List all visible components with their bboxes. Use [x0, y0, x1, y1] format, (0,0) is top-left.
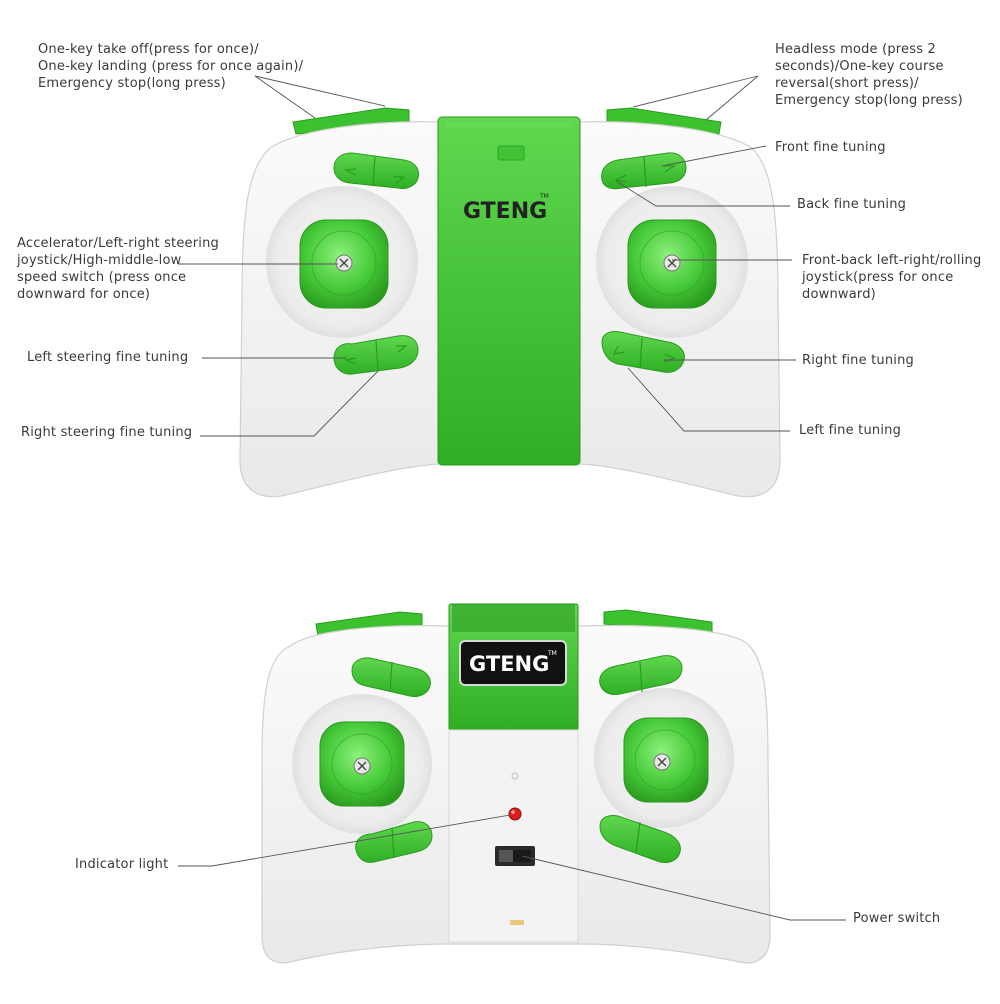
label-right-joystick: Front-back left-right/rolling joystick(p…: [802, 253, 982, 302]
bottom-logo: GTENG: [469, 652, 549, 676]
center-pinhole: [511, 772, 519, 780]
top-remote: GTENG TM: [239, 107, 781, 498]
label-left-fine-tuning: Left fine tuning: [799, 423, 902, 438]
leader-left-fine: [627, 367, 790, 432]
bottom-remote: GTENG TM: [261, 603, 771, 964]
bottom-right-lower-trim: [599, 815, 681, 863]
power-switch: [495, 846, 535, 866]
label-takeoff-landing: One-key take off(press for once)/ One-ke…: [38, 42, 304, 91]
top-left-upper-trim: [333, 152, 419, 189]
label-front-fine-tuning: Front fine tuning: [775, 140, 886, 155]
label-power-switch: Power switch: [853, 911, 941, 926]
left-shoulder-button: [292, 107, 410, 135]
leader-takeoff: [254, 75, 386, 119]
top-holder-clip: [497, 145, 525, 161]
leader-lines: [178, 75, 846, 921]
bottom-logo-badge: [459, 640, 567, 686]
top-logo: GTENG: [463, 199, 547, 224]
label-left-steering-fine-tuning: Left steering fine tuning: [27, 350, 189, 365]
leader-power: [521, 855, 846, 921]
bottom-logo-tm: TM: [547, 650, 557, 657]
top-logo-tm: TM: [539, 193, 549, 200]
leader-headless: [632, 75, 759, 121]
label-indicator-light: Indicator light: [75, 857, 169, 872]
top-phone-holder: [437, 116, 581, 466]
bottom-right-shoulder-button: [603, 609, 713, 635]
bottom-left-joystick: [319, 721, 405, 807]
leader-right-steering: [200, 370, 379, 437]
right-joystick: [627, 219, 717, 309]
bottom-right-upper-trim: [599, 655, 683, 695]
leader-indicator: [178, 814, 511, 867]
label-left-joystick: Accelerator/Left-right steering joystick…: [17, 236, 219, 302]
bottom-right-joystick: [623, 717, 709, 803]
label-right-steering-fine-tuning: Right steering fine tuning: [21, 425, 193, 440]
indicator-light: [508, 807, 522, 821]
label-back-fine-tuning: Back fine tuning: [797, 197, 907, 212]
bottom-center-panel: [448, 729, 579, 943]
label-right-fine-tuning: Right fine tuning: [802, 353, 915, 368]
leader-back-fine: [615, 180, 790, 207]
top-right-upper-trim: [601, 152, 687, 190]
leader-front-fine: [661, 145, 767, 167]
label-headless-mode: Headless mode (press 2 seconds)/One-key …: [775, 42, 963, 108]
bottom-left-upper-trim: [351, 657, 431, 697]
top-left-lower-trim: [333, 335, 419, 375]
bottom-charge-port: [510, 920, 524, 925]
